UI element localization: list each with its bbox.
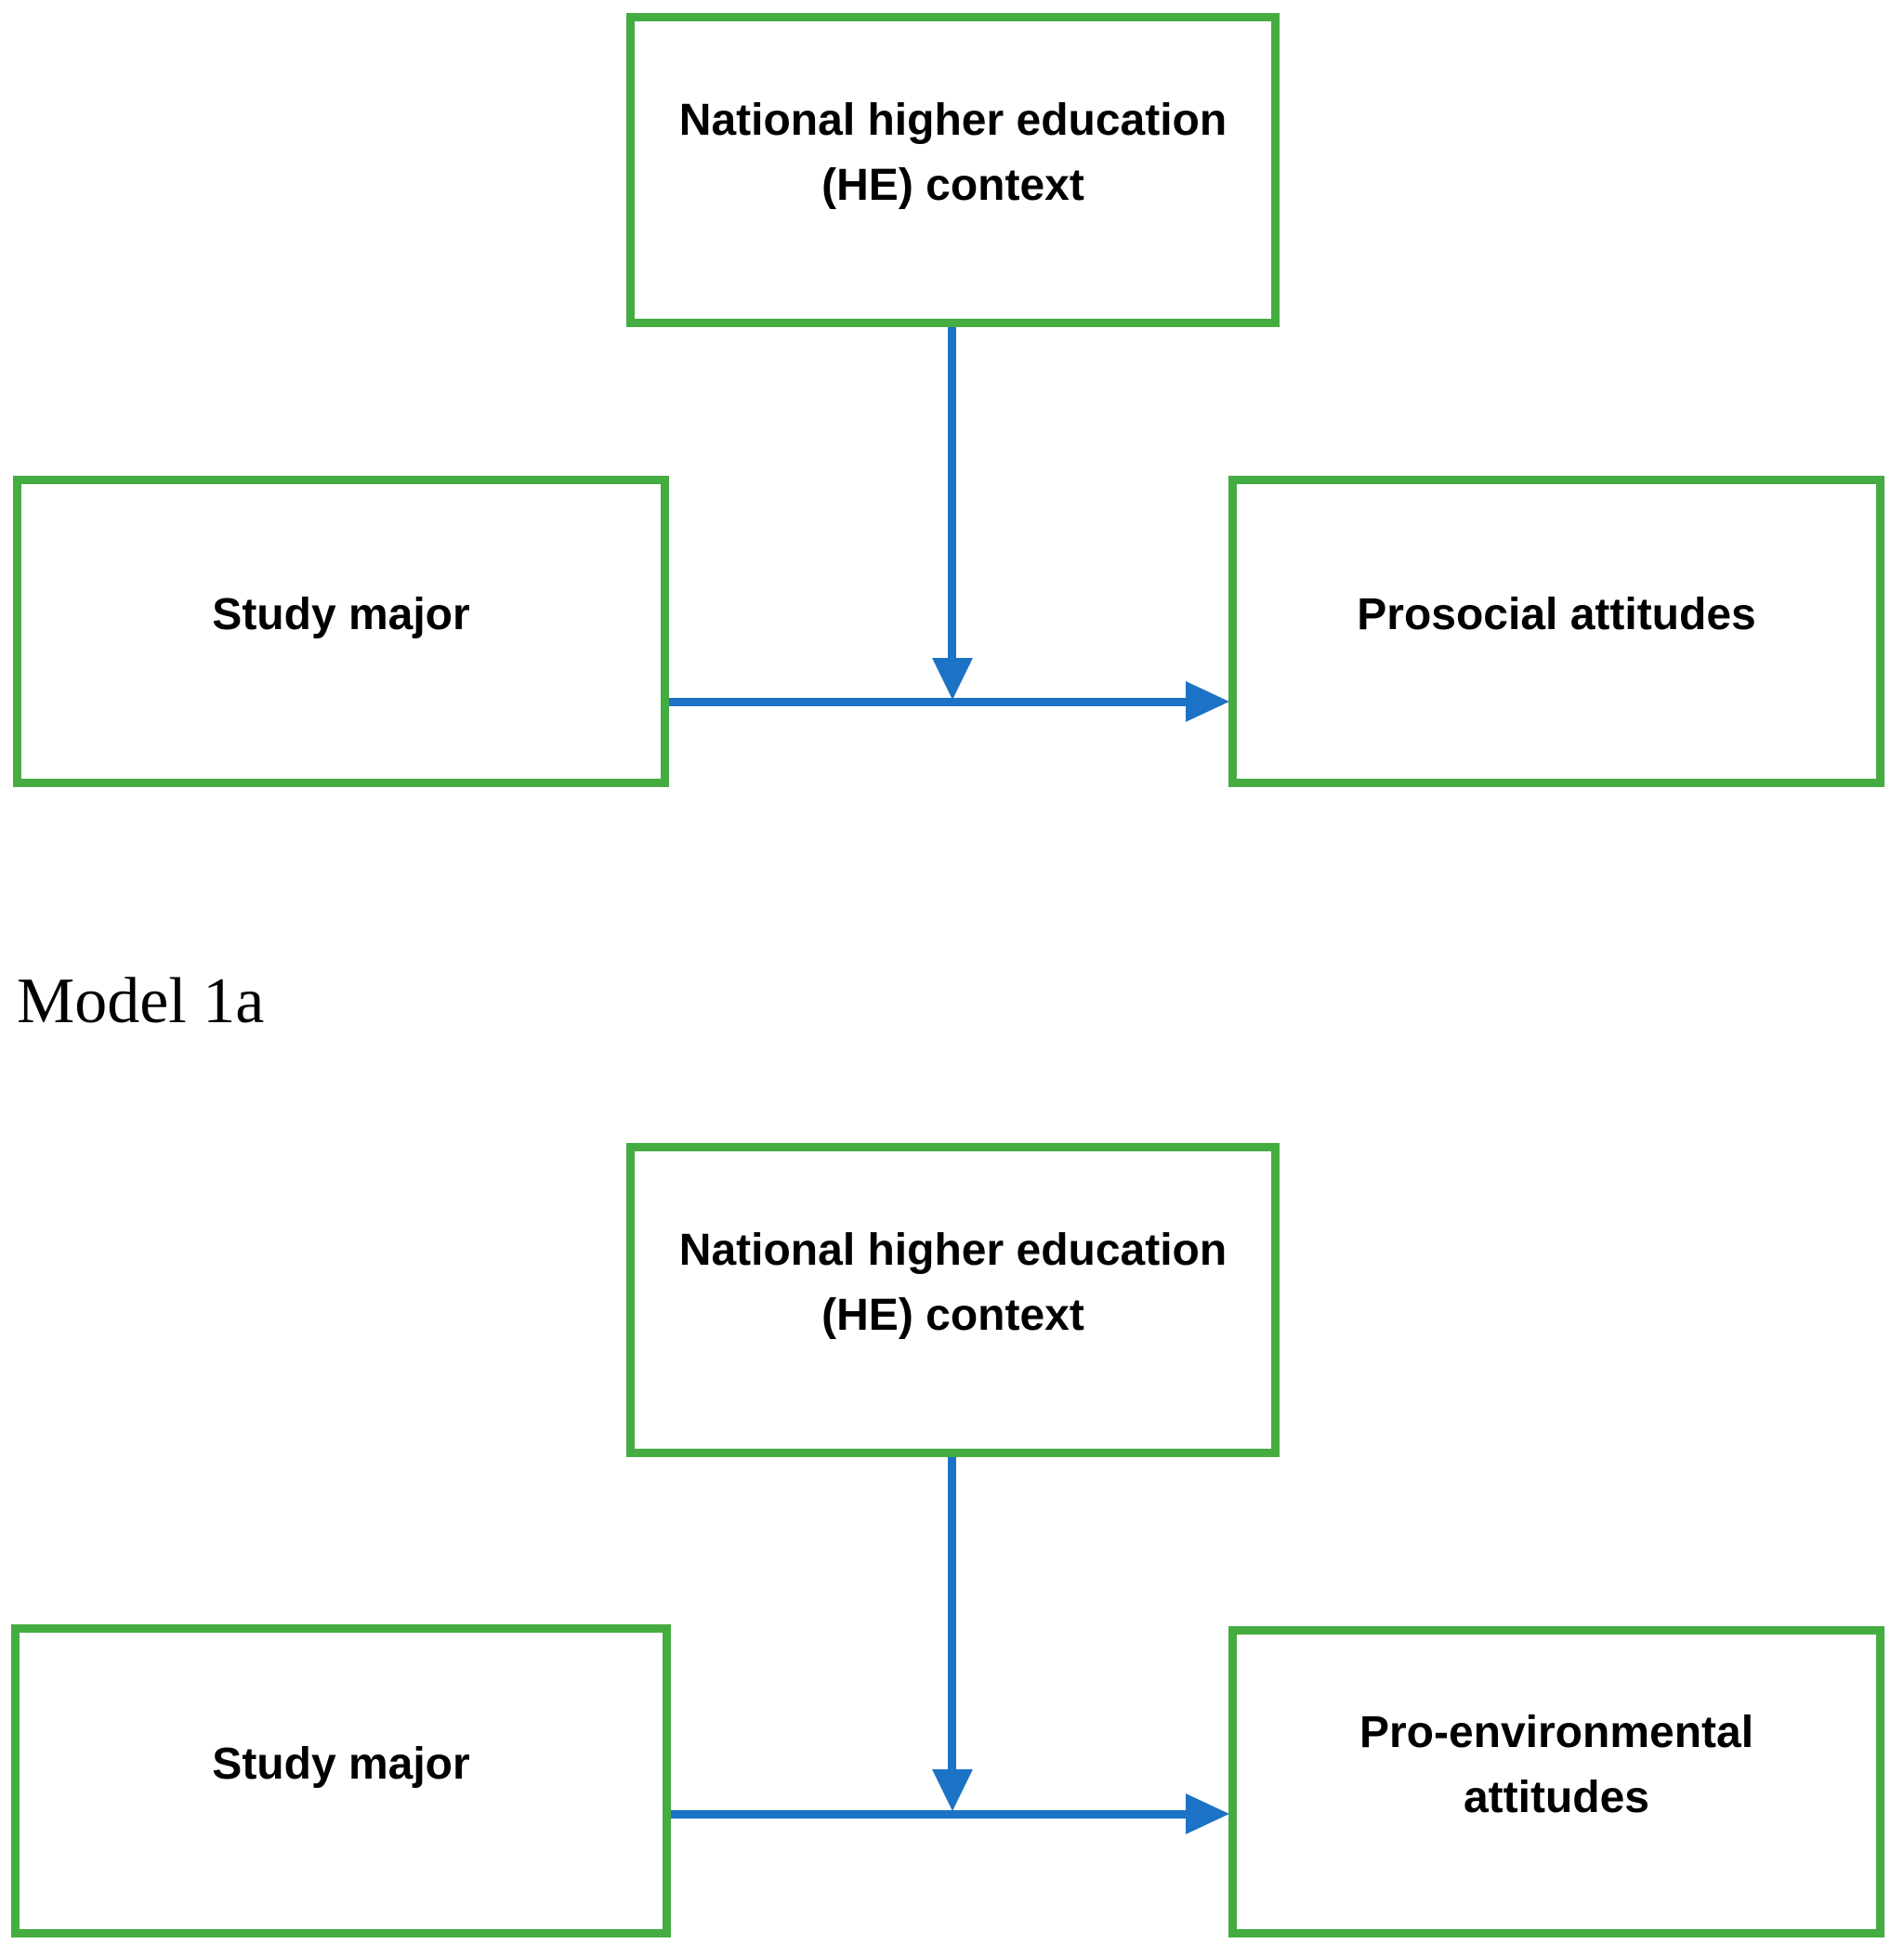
box-outcome-proenvironmental-attitudes: Pro-environmental attitudes	[1228, 1626, 1884, 1937]
outcome-label: Prosocial attitudes	[1357, 589, 1756, 639]
arrow-line	[671, 1810, 1188, 1819]
arrow-line	[669, 698, 1188, 706]
arrow-line	[948, 327, 956, 660]
moderator-label: National higher education (HE) context	[678, 96, 1228, 210]
outcome-label: Pro-environmental attitudes	[1359, 1707, 1754, 1822]
box-predictor-study-major: Study major	[11, 1624, 671, 1937]
box-moderator-he-context: National higher education (HE) context	[626, 1143, 1280, 1457]
box-predictor-study-major: Study major	[13, 476, 669, 787]
arrow-down-icon	[932, 1769, 973, 1811]
arrow-right-icon	[1186, 1793, 1229, 1834]
box-moderator-he-context: National higher education (HE) context	[626, 13, 1280, 327]
arrow-down-icon	[932, 658, 973, 700]
moderator-label: National higher education (HE) context	[678, 1226, 1228, 1340]
arrow-right-icon	[1186, 681, 1229, 722]
predictor-label: Study major	[212, 589, 470, 639]
arrow-line	[948, 1457, 956, 1769]
predictor-label: Study major	[212, 1739, 470, 1789]
box-outcome-prosocial-attitudes: Prosocial attitudes	[1228, 476, 1884, 787]
model-caption: Model 1a	[17, 965, 265, 1037]
